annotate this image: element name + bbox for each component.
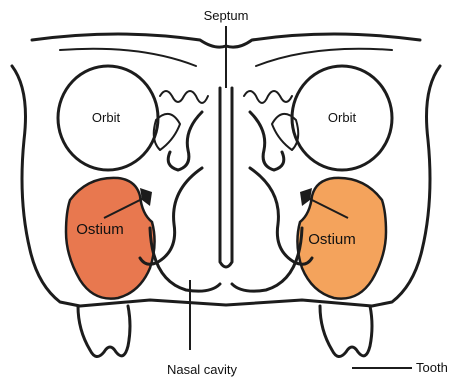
label-ostium-right: Ostium	[308, 231, 356, 248]
label-septum: Septum	[204, 8, 249, 23]
label-orbit-right: Orbit	[328, 110, 357, 125]
ethmoid-cells-left	[160, 91, 208, 103]
nasal-cavity-walls	[150, 228, 302, 291]
ethmoid-cells-right	[244, 91, 292, 103]
turbinate-left-upper	[168, 112, 202, 170]
tooth-left	[78, 306, 130, 357]
label-ostium-left: Ostium	[76, 221, 124, 238]
label-orbit-left: Orbit	[92, 110, 121, 125]
label-tooth: Tooth	[416, 360, 448, 375]
label-nasal-cavity: Nasal cavity	[167, 362, 238, 377]
turbinate-right-upper	[250, 112, 284, 170]
tooth-right	[320, 306, 372, 357]
nasal-septum	[220, 88, 232, 267]
maxillary-sinus-left	[66, 178, 155, 299]
